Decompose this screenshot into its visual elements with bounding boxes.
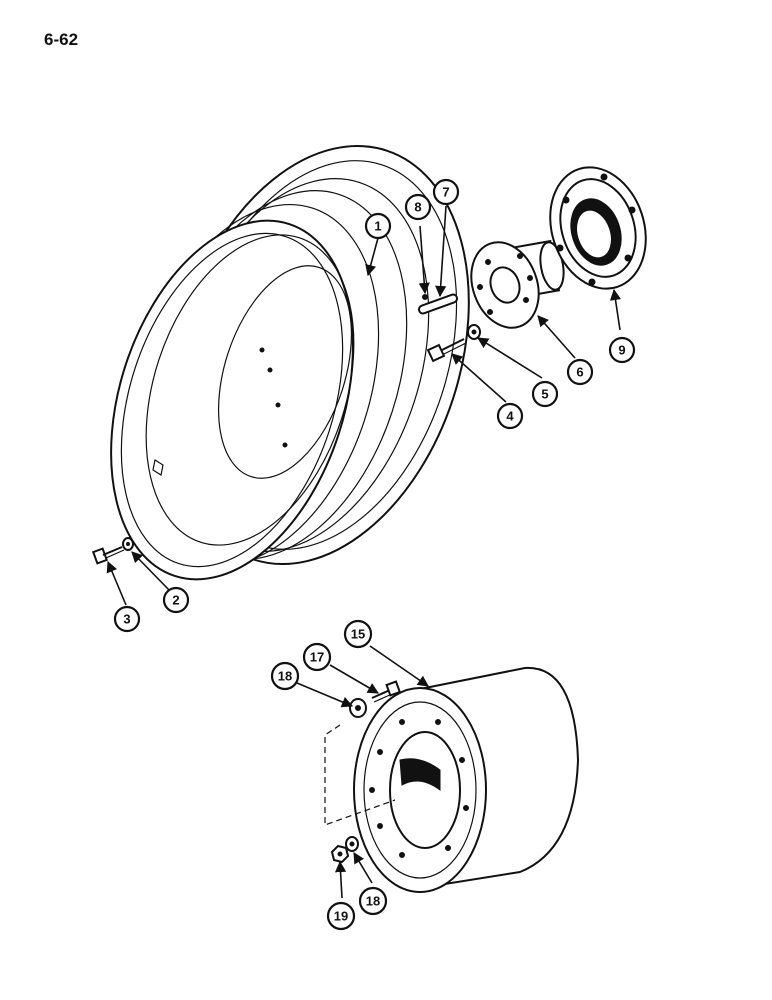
- svg-text:2: 2: [172, 593, 179, 608]
- callout-2: 2: [162, 586, 190, 614]
- callout-19: 19: [326, 901, 356, 931]
- callout-7: 7: [432, 178, 460, 206]
- svg-text:8: 8: [414, 200, 421, 215]
- svg-text:19: 19: [334, 909, 348, 924]
- pin-8: [422, 294, 428, 300]
- callout-6: 6: [566, 358, 594, 386]
- svg-text:7: 7: [442, 185, 449, 200]
- leader-lines: [106, 205, 622, 899]
- wheel-weight-15: [353, 666, 580, 893]
- callout-9: 9: [608, 336, 636, 364]
- washer-18-upper: [349, 698, 367, 718]
- flange-9: [549, 166, 647, 290]
- callout-18-lower: 18: [358, 886, 388, 916]
- callout-15: 15: [343, 619, 373, 649]
- washer-18-lower: [345, 836, 359, 852]
- callout-3: 3: [113, 605, 141, 633]
- callout-17: 17: [302, 642, 332, 672]
- washer-2: [122, 537, 134, 551]
- svg-text:17: 17: [310, 650, 324, 665]
- hub-6: [470, 239, 565, 329]
- svg-text:6: 6: [576, 365, 583, 380]
- svg-text:15: 15: [351, 627, 365, 642]
- svg-text:9: 9: [618, 343, 625, 358]
- svg-text:18: 18: [366, 894, 380, 909]
- callout-8: 8: [404, 193, 432, 221]
- page-number: 6-62: [44, 30, 79, 49]
- svg-text:3: 3: [123, 612, 130, 627]
- svg-text:1: 1: [374, 219, 381, 234]
- callout-5: 5: [531, 380, 559, 408]
- callout-18-upper: 18: [270, 661, 300, 691]
- bolt-17: [371, 680, 402, 703]
- washer-5: [467, 324, 481, 340]
- callout-4: 4: [496, 402, 524, 430]
- nut-19: [330, 844, 350, 864]
- wheel-rim: [110, 144, 470, 581]
- svg-text:5: 5: [541, 387, 548, 402]
- bolt-3: [91, 546, 125, 565]
- svg-text:18: 18: [278, 669, 292, 684]
- bolt-4: [426, 338, 467, 363]
- assembly-dashed-line: [324, 724, 396, 826]
- svg-text:4: 4: [506, 409, 514, 424]
- key-7: [417, 293, 459, 315]
- callout-1: 1: [364, 212, 392, 240]
